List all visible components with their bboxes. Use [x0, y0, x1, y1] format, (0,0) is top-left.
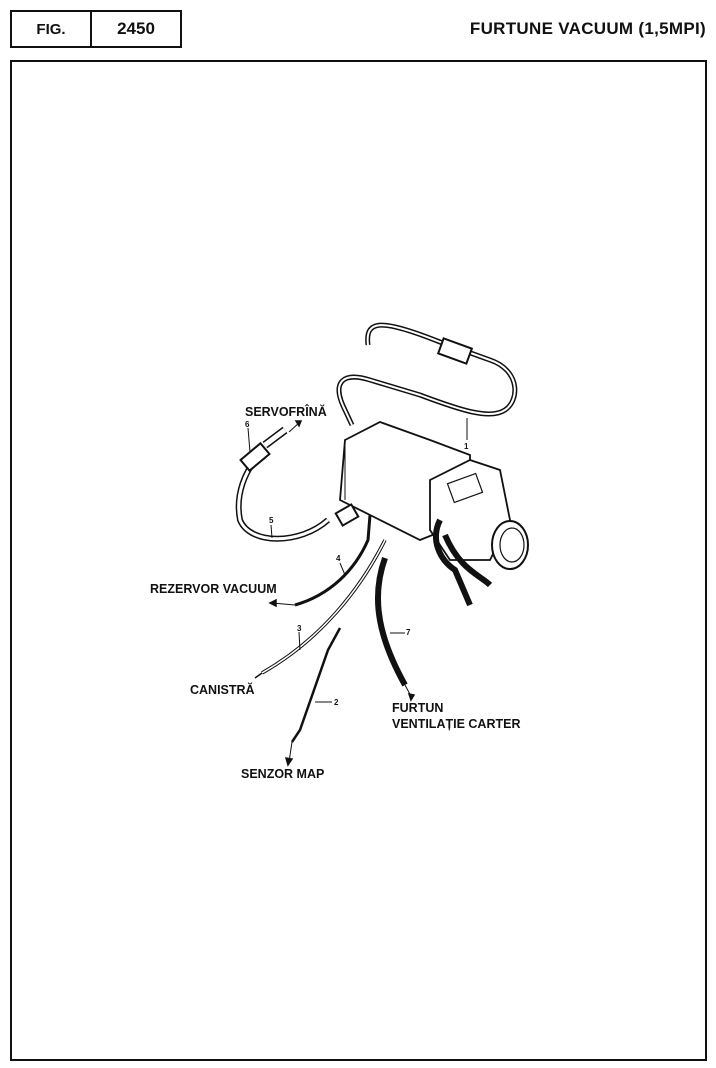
- hose-3: [261, 539, 387, 675]
- part-number-5: 5: [269, 516, 274, 525]
- part-number-7: 7: [406, 628, 411, 637]
- label-canistra: CANISTRĂ: [190, 683, 255, 697]
- fig-number: 2450: [117, 19, 155, 38]
- part-number-6: 6: [245, 420, 250, 429]
- part-number-3: 3: [297, 624, 302, 633]
- label-ventilatie-carter: VENTILAȚIE CARTER: [392, 717, 521, 731]
- figure-id-box: FIG. 2450: [10, 10, 182, 48]
- hose-7: [374, 556, 408, 687]
- clamp-6: [239, 441, 271, 473]
- hose-4: [294, 514, 372, 607]
- part-number-1: 1: [464, 442, 469, 451]
- page-title: FURTUNE VACUUM (1,5MPI): [469, 19, 706, 38]
- label-rezervor-vacuum: REZERVOR VACUUM: [150, 582, 277, 596]
- label-senzor-map: SENZOR MAP: [241, 767, 325, 781]
- label-furtun: FURTUN: [392, 701, 444, 715]
- part-number-2: 2: [334, 698, 339, 707]
- part-number-4: 4: [336, 554, 341, 563]
- connector-1: [436, 337, 474, 365]
- hose-2: [290, 627, 342, 743]
- diagram-frame: [10, 60, 707, 1061]
- label-servofrina: SERVOFRÎNĂ: [245, 405, 327, 419]
- hose-1: [336, 322, 518, 427]
- fig-label: FIG.: [12, 12, 92, 46]
- connector-fitting: [334, 503, 360, 527]
- throttle-inlet: [491, 520, 529, 570]
